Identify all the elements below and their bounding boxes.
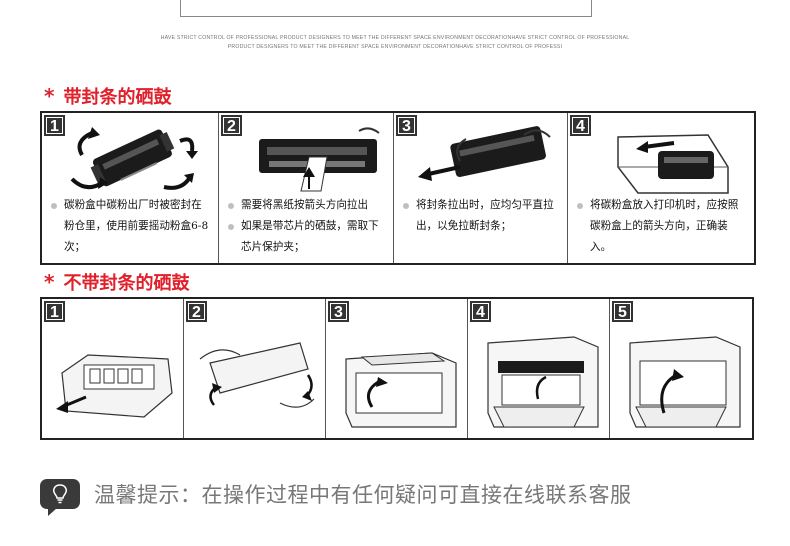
caption-line: 需要将黑纸按箭头方向拉出 [227,195,387,216]
section-marker: * [44,270,55,294]
tagline-line-1: HAVE STRICT CONTROL OF PROFESSIONAL PROD… [160,35,630,41]
sealed-steps-panel: 1 碳粉盒中碳粉出厂时被密封在粉仓里，使用前要摇动粉盒6-8次； 2 [40,111,756,265]
unsealed-step-4: 4 [468,299,610,438]
tip-bar: 温馨提示：在操作过程中有任何疑问可直接在线联系客服 [40,479,632,516]
hands-shake-illustration [199,342,315,408]
shake-cartridge-illustration [56,354,173,418]
step-number: 1 [44,301,65,322]
step-number: 2 [221,115,242,136]
step-caption: 将碳粉盒放入打印机时，应按照碳粉盒上的箭头方向，正确装入。 [576,195,748,258]
remove-black-paper-illustration [259,127,380,192]
caption-line: 将封条拉出时，应均匀平直拉出，以免拉断封条； [402,195,561,237]
shake-cartridge-illustration [70,127,198,190]
insert-cartridge-illustration [617,134,729,194]
section-marker: * [44,84,55,108]
unsealed-step-3: 3 [326,299,468,438]
sealed-step-1: 1 碳粉盒中碳粉出厂时被密封在粉仓里，使用前要摇动粉盒6-8次； [42,113,219,263]
step-number: 4 [470,301,491,322]
top-frame-decoration [180,0,592,17]
lightbulb-icon [40,479,80,516]
step-number: 2 [186,301,207,322]
pull-seal-strip-illustration [418,126,551,181]
unsealed-steps-panel: 1 2 3 [40,297,754,440]
unsealed-step-2: 2 [184,299,326,438]
caption-line: 将碳粉盒放入打印机时，应按照碳粉盒上的箭头方向，正确装入。 [576,195,748,258]
step-number: 3 [396,115,417,136]
step-number: 4 [570,115,591,136]
step-caption: 碳粉盒中碳粉出厂时被密封在粉仓里，使用前要摇动粉盒6-8次； [50,195,212,258]
open-printer-illustration [345,352,457,428]
tip-text: 温馨提示：在操作过程中有任何疑问可直接在线联系客服 [94,483,632,507]
section-title-sealed: * 带封条的硒鼓 [44,83,171,109]
step-caption: 需要将黑纸按箭头方向拉出 如果是带芯片的硒鼓，需取下芯片保护夹； [227,195,387,258]
unsealed-step-1: 1 [42,299,184,438]
step-number: 3 [328,301,349,322]
section-title-text: 带封条的硒鼓 [63,87,172,108]
close-printer-illustration [629,336,741,428]
step-caption: 将封条拉出时，应均匀平直拉出，以免拉断封条； [402,195,561,237]
caption-line: 如果是带芯片的硒鼓，需取下芯片保护夹； [227,216,387,258]
section-title-unsealed: * 不带封条的硒鼓 [44,269,189,295]
sealed-step-2: 2 需要将黑纸按箭头方向拉出 如果是带芯片的硒鼓，需取下芯片保护夹； [219,113,394,263]
sealed-step-3: 3 将封条拉出时，应均匀平直拉出，以免拉断封条； [394,113,568,263]
step-number: 1 [44,115,65,136]
section-title-text: 不带封条的硒鼓 [63,273,190,294]
sealed-step-4: 4 将碳粉盒放入打印机时，应按照碳粉盒上的箭头方向，正确装入。 [568,113,754,263]
caption-line: 碳粉盒中碳粉出厂时被密封在粉仓里，使用前要摇动粉盒6-8次； [50,195,212,258]
step-number: 5 [612,301,633,322]
unsealed-step-5: 5 [610,299,752,438]
install-cartridge-illustration [487,336,599,428]
tagline-line-2: PRODUCT DESIGNERS TO MEET THE DIFFERENT … [227,44,563,50]
